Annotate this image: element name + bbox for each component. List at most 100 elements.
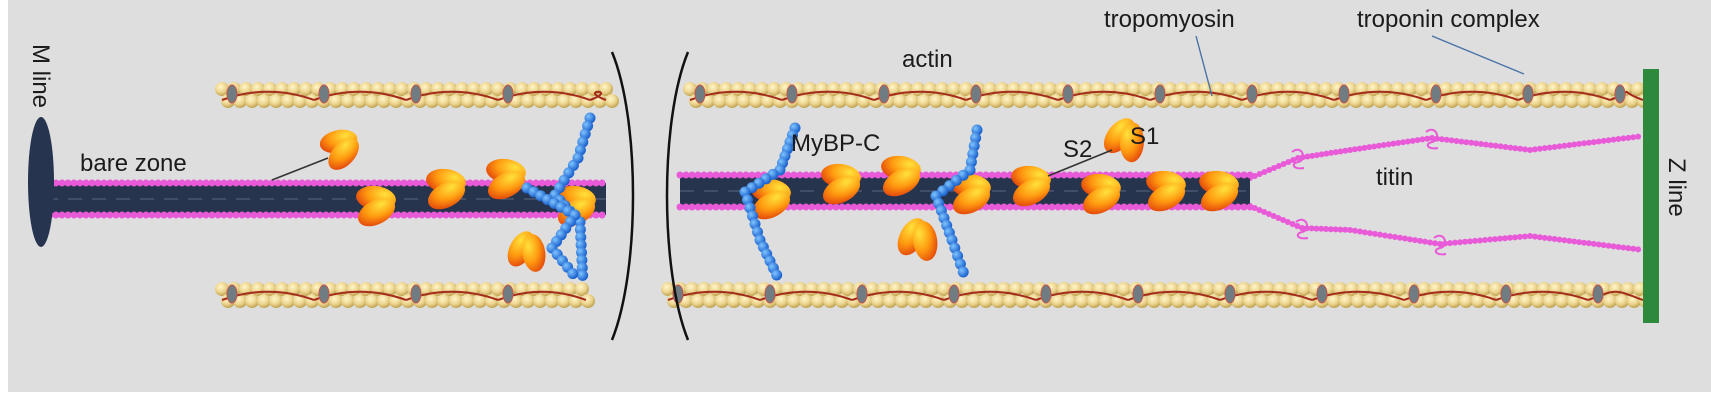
actin-bead <box>1489 282 1503 296</box>
titin-bead <box>832 203 840 211</box>
actin-bead <box>1481 94 1495 108</box>
actin-bead <box>479 82 493 96</box>
titin-bead <box>1126 203 1134 211</box>
titin-bead <box>1443 136 1450 143</box>
titin-bead <box>280 211 288 219</box>
actin-bead <box>1001 94 1015 108</box>
actin-bead <box>1325 94 1339 108</box>
troponin-complex <box>502 84 514 104</box>
actin-bead <box>1183 294 1197 308</box>
titin-bead <box>706 203 714 211</box>
actin-bead <box>347 282 361 296</box>
actin-bead <box>1063 294 1077 308</box>
titin-bead <box>1246 203 1254 211</box>
actin-bead <box>907 294 921 308</box>
actin-bead <box>917 94 931 108</box>
titin-bead <box>250 211 258 219</box>
titin-bead <box>1536 145 1543 152</box>
titin-bead <box>916 203 924 211</box>
titin-bead <box>412 211 420 219</box>
actin-bead <box>1537 282 1551 296</box>
titin-bead <box>1385 141 1392 148</box>
titin-bead <box>112 179 120 187</box>
titin-bead <box>478 211 486 219</box>
titin-bead <box>718 203 726 211</box>
titin-bead <box>844 203 852 211</box>
titin-bead <box>1517 233 1523 240</box>
titin-bead <box>490 211 498 219</box>
titin-bead <box>592 179 600 187</box>
actin-bead <box>1441 282 1455 296</box>
titin-bead <box>1404 138 1411 145</box>
titin-bead <box>724 203 732 211</box>
titin-bead <box>1566 142 1573 149</box>
titin-bead <box>142 179 150 187</box>
titin-bead <box>1527 233 1533 239</box>
titin-bead <box>1042 203 1050 211</box>
titin-bead <box>358 179 366 187</box>
titin-bead <box>1132 203 1140 211</box>
titin-bead <box>598 179 606 187</box>
actin-bead <box>545 294 559 308</box>
titin-bead <box>346 179 354 187</box>
actin-filament <box>661 282 1653 308</box>
actin-bead <box>461 94 475 108</box>
titin-bead <box>724 171 732 179</box>
titin-bead <box>1615 243 1622 250</box>
titin-bead <box>988 203 996 211</box>
myosin-head-lobe <box>952 185 991 215</box>
myosin-head-lobe <box>522 234 546 272</box>
actin-bead <box>455 82 469 96</box>
actin-bead <box>251 282 265 296</box>
actin-bead <box>1265 94 1279 108</box>
titin-bead <box>1468 139 1475 146</box>
titin-bead <box>502 211 510 219</box>
actin-bead <box>341 94 355 108</box>
actin-bead <box>1615 294 1629 308</box>
titin-bead <box>1138 203 1146 211</box>
troponin-leader <box>1431 35 1525 75</box>
titin-bead <box>796 203 804 211</box>
titin-bead <box>1400 139 1407 146</box>
titin-bead <box>310 211 318 219</box>
titin-bead <box>1392 234 1398 240</box>
titin-coil <box>1291 148 1305 170</box>
actin-bead <box>749 94 763 108</box>
titin-bead <box>1507 144 1514 151</box>
titin-bead <box>1313 225 1320 232</box>
actin-bead <box>775 294 789 308</box>
titin-bead <box>1482 237 1488 243</box>
actin-bead <box>967 294 981 308</box>
titin-bead <box>1309 152 1316 159</box>
titin-bead <box>124 179 132 187</box>
actin-bead <box>1181 94 1195 108</box>
titin-bead <box>1261 209 1268 215</box>
actin-bead <box>257 94 271 108</box>
titin-bead <box>742 171 750 179</box>
titin-bead <box>202 211 210 219</box>
actin-bead <box>1351 294 1365 308</box>
titin-bead <box>58 211 66 219</box>
titin-bead <box>1585 240 1592 247</box>
titin-bead <box>136 179 144 187</box>
titin-bead <box>1453 138 1460 144</box>
titin-bead <box>1477 237 1483 244</box>
titin-bead <box>1610 136 1617 143</box>
actin-bead <box>731 82 745 96</box>
titin-bead <box>700 203 708 211</box>
mybp-c-chain <box>930 124 983 278</box>
titin-bead <box>406 179 414 187</box>
actin-bead <box>425 94 439 108</box>
actin-bead <box>661 282 675 296</box>
titin-bead <box>898 203 906 211</box>
titin-bead <box>1625 134 1632 141</box>
actin-bead <box>733 282 747 296</box>
actin-bead <box>815 82 829 96</box>
titin-bead <box>1635 133 1642 140</box>
titin-bead <box>676 203 684 211</box>
troponin-complex <box>1338 84 1350 104</box>
myosin-head-lobe <box>328 137 359 170</box>
actin-label: actin <box>902 46 953 73</box>
actin-bead <box>1163 82 1177 96</box>
actin-bead <box>1283 82 1297 96</box>
